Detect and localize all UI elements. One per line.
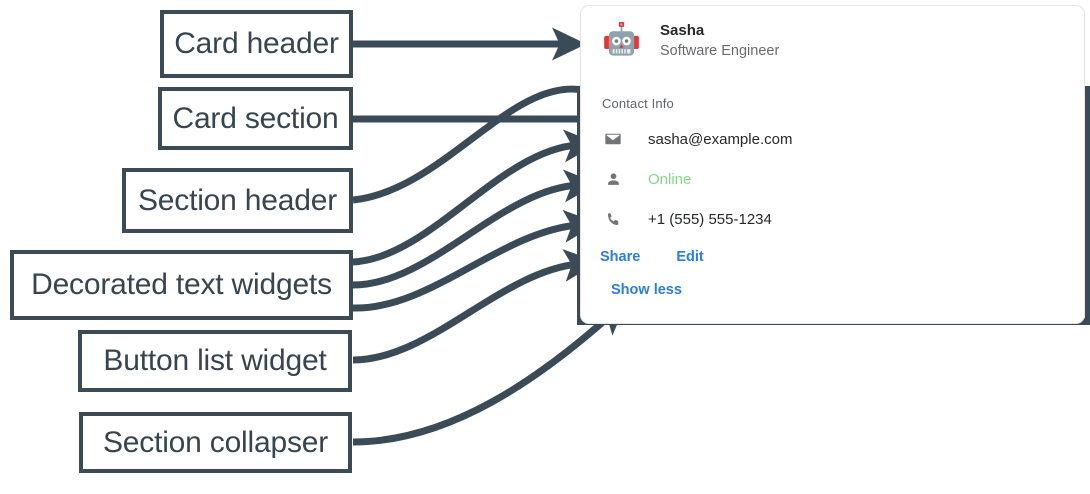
callout-decorated-text-widgets: Decorated text widgets [10,250,353,320]
callout-label: Card section [172,101,339,135]
section-collapser-label[interactable]: Show less [611,282,682,298]
decorated-text-row: Online [599,163,1066,195]
robot-avatar-icon [604,22,639,56]
decorated-text-row: +1 (555) 555-1234 [599,203,1066,235]
decorated-text-row: sasha@example.com [599,123,1066,155]
arrow-section-collapser [352,300,628,446]
card-header-title: Sasha [660,21,705,39]
decorated-text-value: +1 (555) 555-1234 [648,210,772,228]
callout-button-list-widget: Button list widget [78,330,352,392]
phone-icon [602,211,624,228]
callout-label: Decorated text widgets [31,268,332,301]
card-header-text: Sasha Software Engineer [660,21,780,60]
callout-section-header: Section header [122,168,353,233]
callout-label: Section collapser [102,425,329,459]
callout-label: Section header [137,183,337,217]
edit-button[interactable]: Edit [676,249,704,265]
arrow-decorated-text-3 [352,209,599,312]
button-list-widget: Share Edit [600,245,1066,269]
arrow-button-list [352,249,599,364]
callout-section-collapser: Section collapser [79,412,352,473]
callout-card-header: Card header [160,10,353,78]
profile-card: Sasha Software Engineer Contact Info sas… [580,5,1085,324]
share-button[interactable]: Share [600,249,641,265]
callout-label: Button list widget [103,344,327,377]
card-header: Sasha Software Engineer [581,6,1084,77]
arrow-decorated-text-2 [352,169,599,289]
person-icon [602,171,624,188]
arrow-decorated-text-1 [352,129,599,266]
arrow-section-header [352,74,619,204]
section-collapser[interactable]: Show less [611,281,1066,303]
callout-card-section: Card section [158,87,353,150]
decorated-text-value: sasha@example.com [648,130,793,148]
callout-label: Card header [174,27,339,60]
section-header: Contact Info [602,96,674,111]
email-icon [602,130,624,148]
decorated-text-value: Online [648,170,692,188]
card-header-subtitle: Software Engineer [660,43,780,60]
card-section: Contact Info sasha@example.com [581,77,1084,323]
